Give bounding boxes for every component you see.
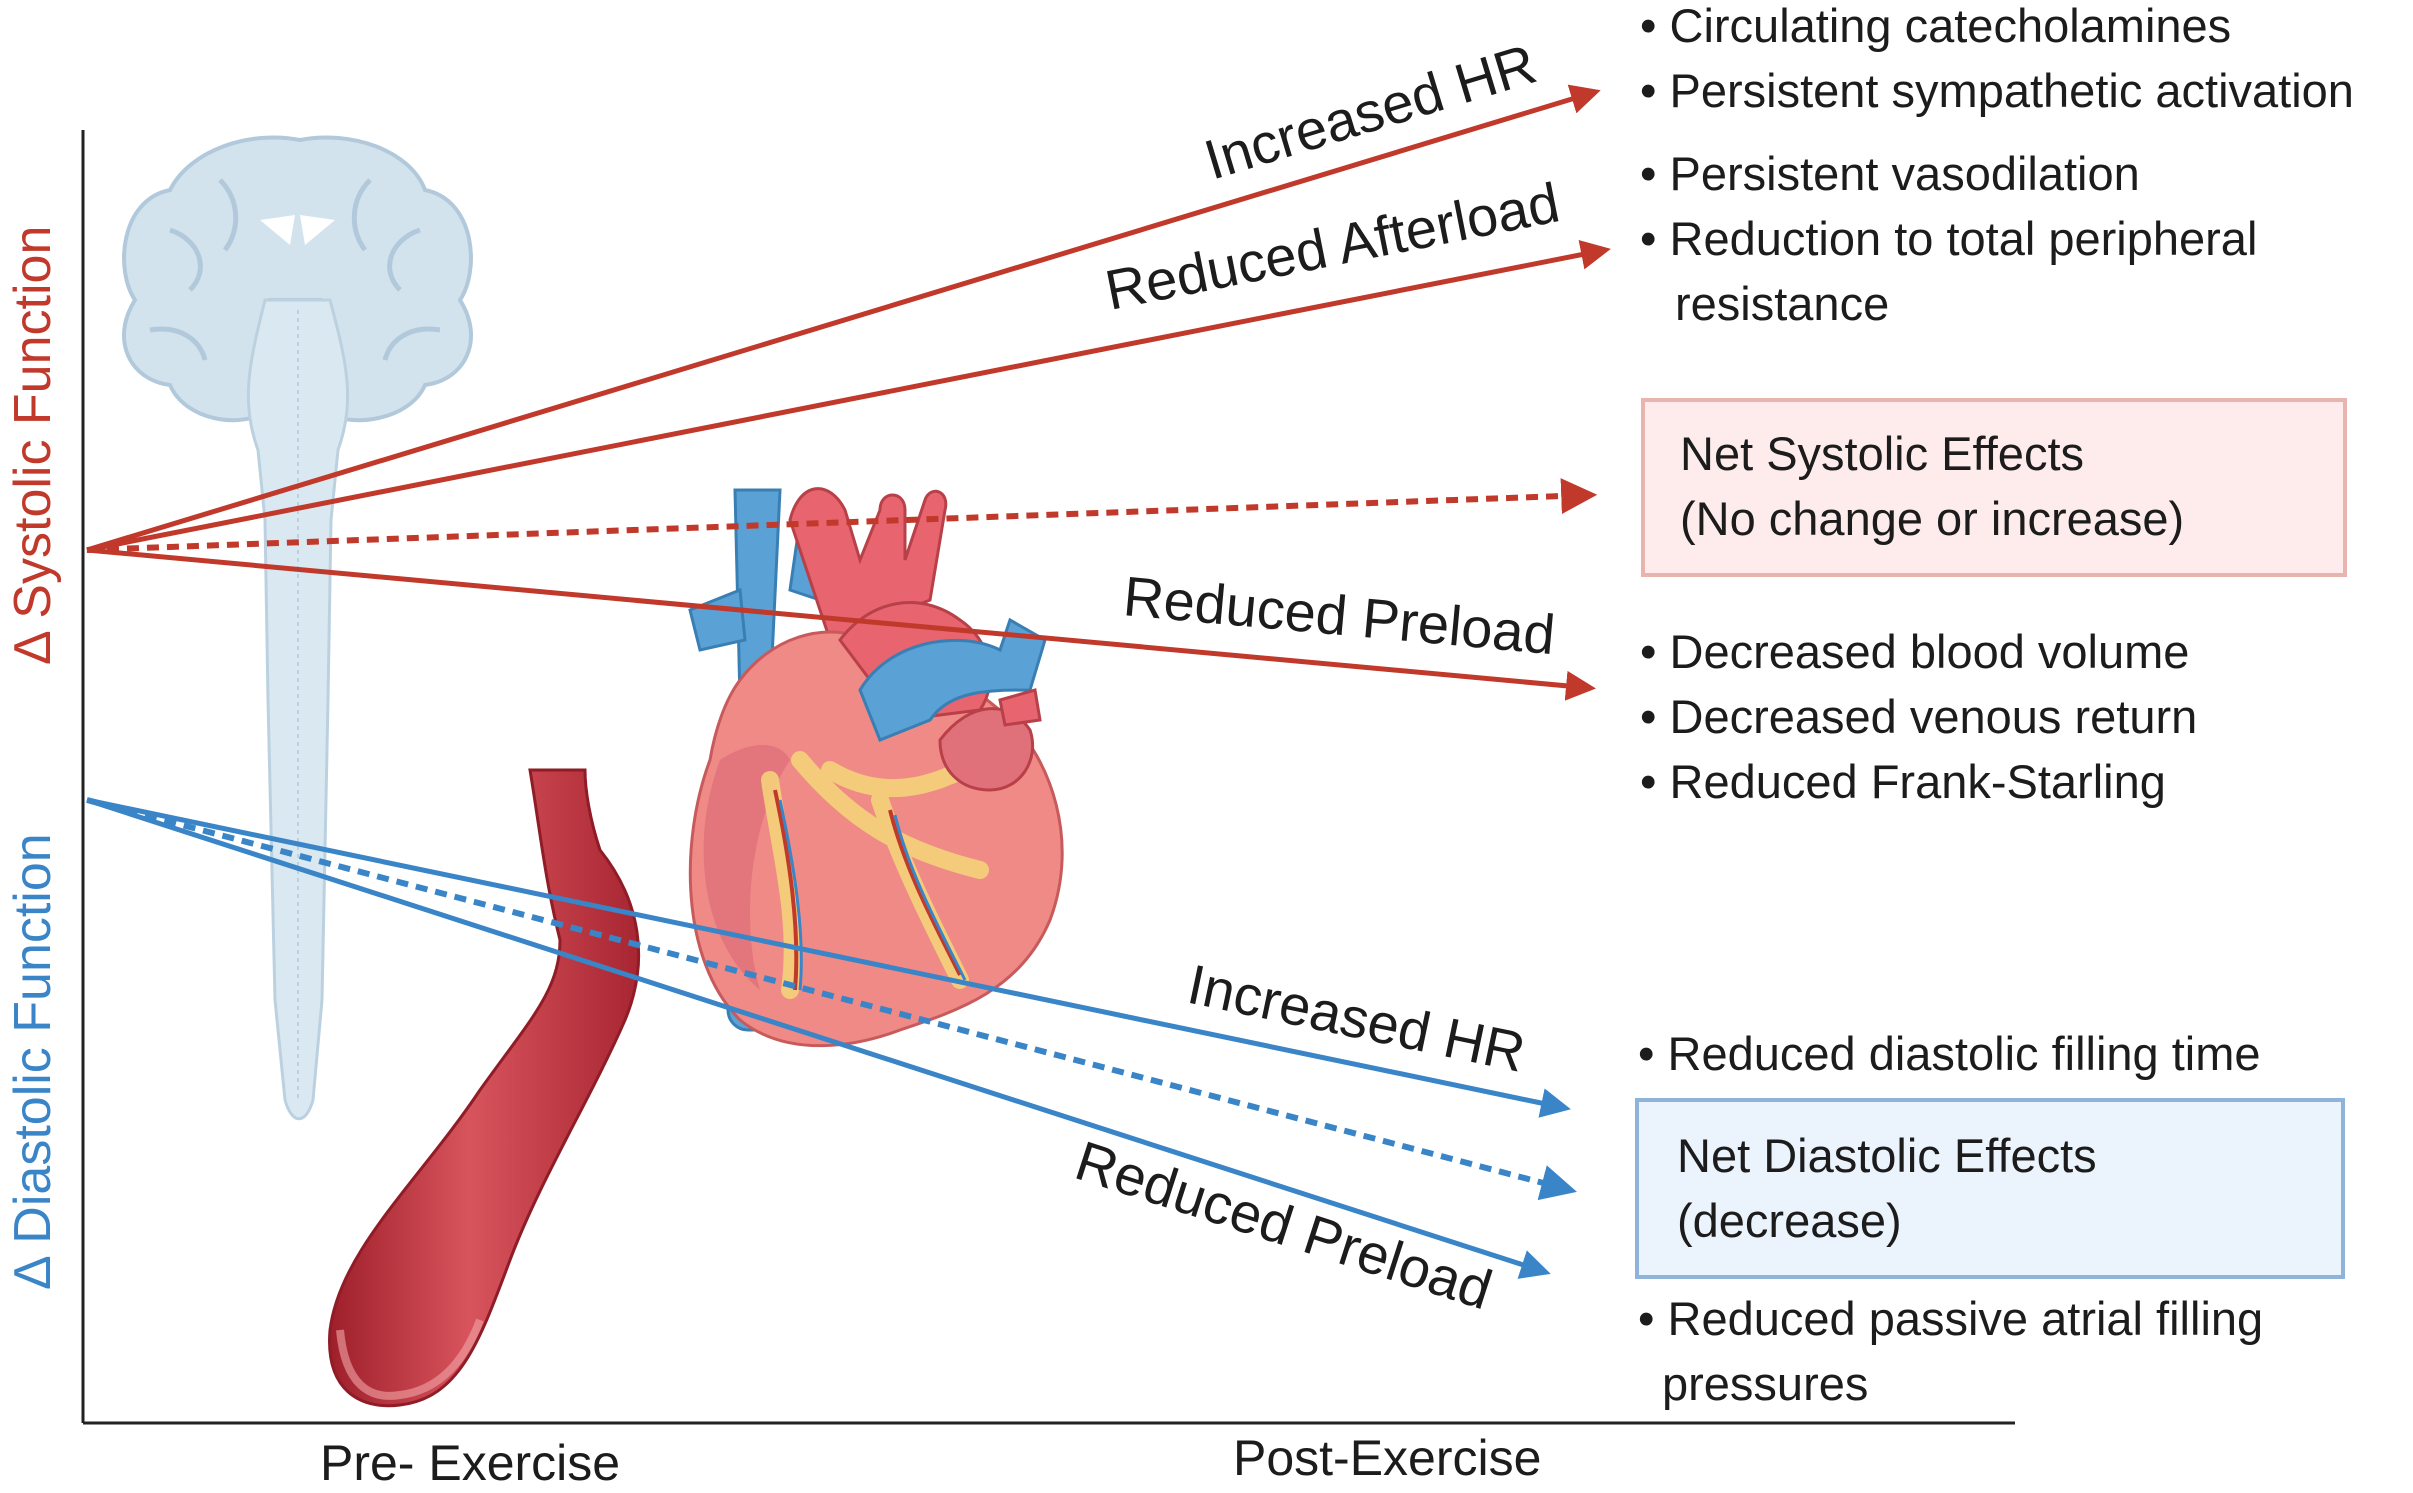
dia-preload-label: Reduced Preload	[1068, 1128, 1499, 1321]
bullets-dia-preload: • Reduced passive atrial filling pressur…	[1638, 1292, 2263, 1410]
dia-net-arrow	[86, 797, 1577, 1201]
list-item: • Reduced passive atrial filling	[1638, 1292, 2263, 1345]
list-item: • Circulating catecholamines	[1640, 0, 2231, 52]
heart-icon	[688, 487, 1064, 1048]
y-axis-systolic-label: Δ Systolic Function	[4, 226, 62, 665]
y-axis-diastolic-label: Δ Diastolic Function	[4, 833, 62, 1290]
sys-hr-arrow	[86, 84, 1601, 553]
list-item-continuation: resistance	[1675, 277, 1889, 330]
net-systolic-box: Net Systolic Effects (No change or incre…	[1641, 398, 2347, 577]
sys-net-arrow	[86, 478, 1598, 553]
list-item: • Decreased blood volume	[1640, 625, 2189, 678]
net-diastolic-subtitle: (decrease)	[1677, 1194, 1902, 1247]
list-item-continuation: pressures	[1662, 1357, 1868, 1410]
net-diastolic-box-frame	[1635, 1098, 2345, 1279]
bullets-dia-hr: • Reduced diastolic filling time	[1638, 1027, 2261, 1080]
list-item: • Persistent vasodilation	[1640, 147, 2140, 200]
list-item: • Persistent sympathetic activation	[1640, 64, 2354, 117]
x-axis-pre-label: Pre- Exercise	[320, 1435, 620, 1491]
blood-vessel-icon	[328, 768, 641, 1408]
sys-hr-label: Increased HR	[1197, 32, 1543, 192]
brain-spinal-cord-icon	[122, 135, 473, 1121]
axes	[81, 130, 2015, 1425]
sys-preload-arrow	[86, 547, 1596, 701]
bullets-sys-hr: • Circulating catecholamines • Persisten…	[1640, 0, 2354, 117]
dia-hr-arrow	[86, 797, 1571, 1118]
diastolic-arrows	[86, 797, 1577, 1279]
list-item: • Reduced diastolic filling time	[1638, 1027, 2261, 1080]
systolic-arrows	[86, 84, 1611, 701]
net-systolic-title: Net Systolic Effects	[1680, 427, 2084, 480]
list-item: • Reduced Frank-Starling	[1640, 755, 2166, 808]
bullets-sys-afterload: • Persistent vasodilation • Reduction to…	[1640, 147, 2257, 330]
x-axis-post-label: Post-Exercise	[1233, 1430, 1541, 1486]
bullets-sys-preload: • Decreased blood volume • Decreased ven…	[1640, 625, 2197, 808]
sys-afterload-label: Reduced Afterload	[1100, 170, 1564, 321]
list-item: • Decreased venous return	[1640, 690, 2197, 743]
net-diastolic-title: Net Diastolic Effects	[1677, 1129, 2097, 1182]
net-systolic-subtitle: (No change or increase)	[1680, 492, 2184, 545]
net-diastolic-box: Net Diastolic Effects (decrease)	[1635, 1098, 2345, 1279]
sys-afterload-arrow	[86, 239, 1611, 553]
net-systolic-box-frame	[1641, 398, 2347, 577]
list-item: • Reduction to total peripheral	[1640, 212, 2257, 265]
dia-preload-arrow	[86, 797, 1551, 1279]
